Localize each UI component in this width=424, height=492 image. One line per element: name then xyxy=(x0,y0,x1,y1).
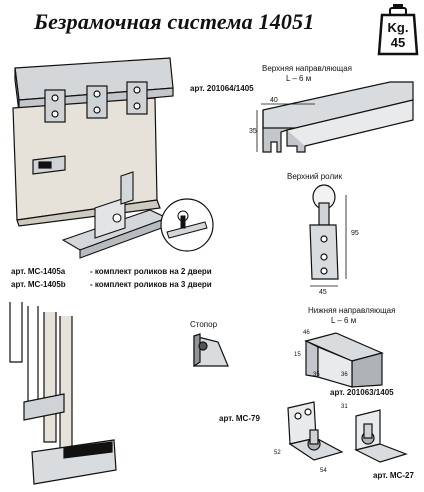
stopper-caption: Стопор xyxy=(190,320,218,329)
guide-79-article: арт. МС-79 xyxy=(219,414,260,423)
lower-rail-article: арт. 201063/1405 xyxy=(330,388,394,397)
guide-79-dim-2: 52 xyxy=(274,450,281,456)
weight-value: 45 xyxy=(390,35,406,50)
weight-unit: Kg. xyxy=(387,20,409,35)
upper-rail-length: L – 6 м xyxy=(286,74,312,83)
upper-rail-dim-width: 40 xyxy=(270,97,278,104)
lower-rail-dim-2: 15 xyxy=(294,352,301,358)
guide-79-illustration xyxy=(287,401,344,461)
upper-roller-dim-height: 95 xyxy=(351,230,359,237)
page-title: Безрамочная система 14051 xyxy=(34,9,315,34)
stopper-illustration xyxy=(193,333,229,368)
upper-rail-dim-height: 35 xyxy=(249,128,257,135)
lower-rail-dim-3: 35 xyxy=(313,372,320,378)
weight-icon xyxy=(377,4,419,56)
upper-roller-dim-width: 45 xyxy=(319,289,327,296)
roller-kit-2-description: - комплект роликов на 2 двери xyxy=(90,267,212,276)
roller-kit-3-article: арт. МС-1405b xyxy=(11,280,66,289)
lower-rail-caption: Нижняя направляющая xyxy=(308,306,396,315)
guide-27-illustration xyxy=(354,409,408,463)
roller-kit-3-description: - комплект роликов на 3 двери xyxy=(90,280,212,289)
detail-zoom-circle xyxy=(160,198,214,252)
cross-section-illustration xyxy=(9,302,117,485)
upper-rail-caption: Верхняя направляющая xyxy=(262,64,352,73)
upper-roller-illustration xyxy=(309,184,347,287)
lower-rail-dim-1: 46 xyxy=(303,330,310,336)
guide-79-dim-1: 31 xyxy=(341,404,348,410)
upper-roller-caption: Верхний ролик xyxy=(287,172,343,181)
roller-kit-illustration xyxy=(61,171,214,259)
upper-rail-illustration xyxy=(256,81,414,153)
roller-kit-2-article: арт. МС-1405a xyxy=(11,267,66,276)
lower-rail-dim-4: 36 xyxy=(341,372,348,378)
guide-79-dim-3: 54 xyxy=(320,468,327,474)
lower-rail-length: L – 6 м xyxy=(331,316,357,325)
lower-rail-illustration xyxy=(304,332,384,388)
door-assembly-illustration xyxy=(12,57,174,227)
guide-27-article: арт. МС-27 xyxy=(373,471,414,480)
weight-badge: Kg. 45 xyxy=(377,4,419,56)
upper-rail-article: арт. 201064/1405 xyxy=(190,84,254,93)
